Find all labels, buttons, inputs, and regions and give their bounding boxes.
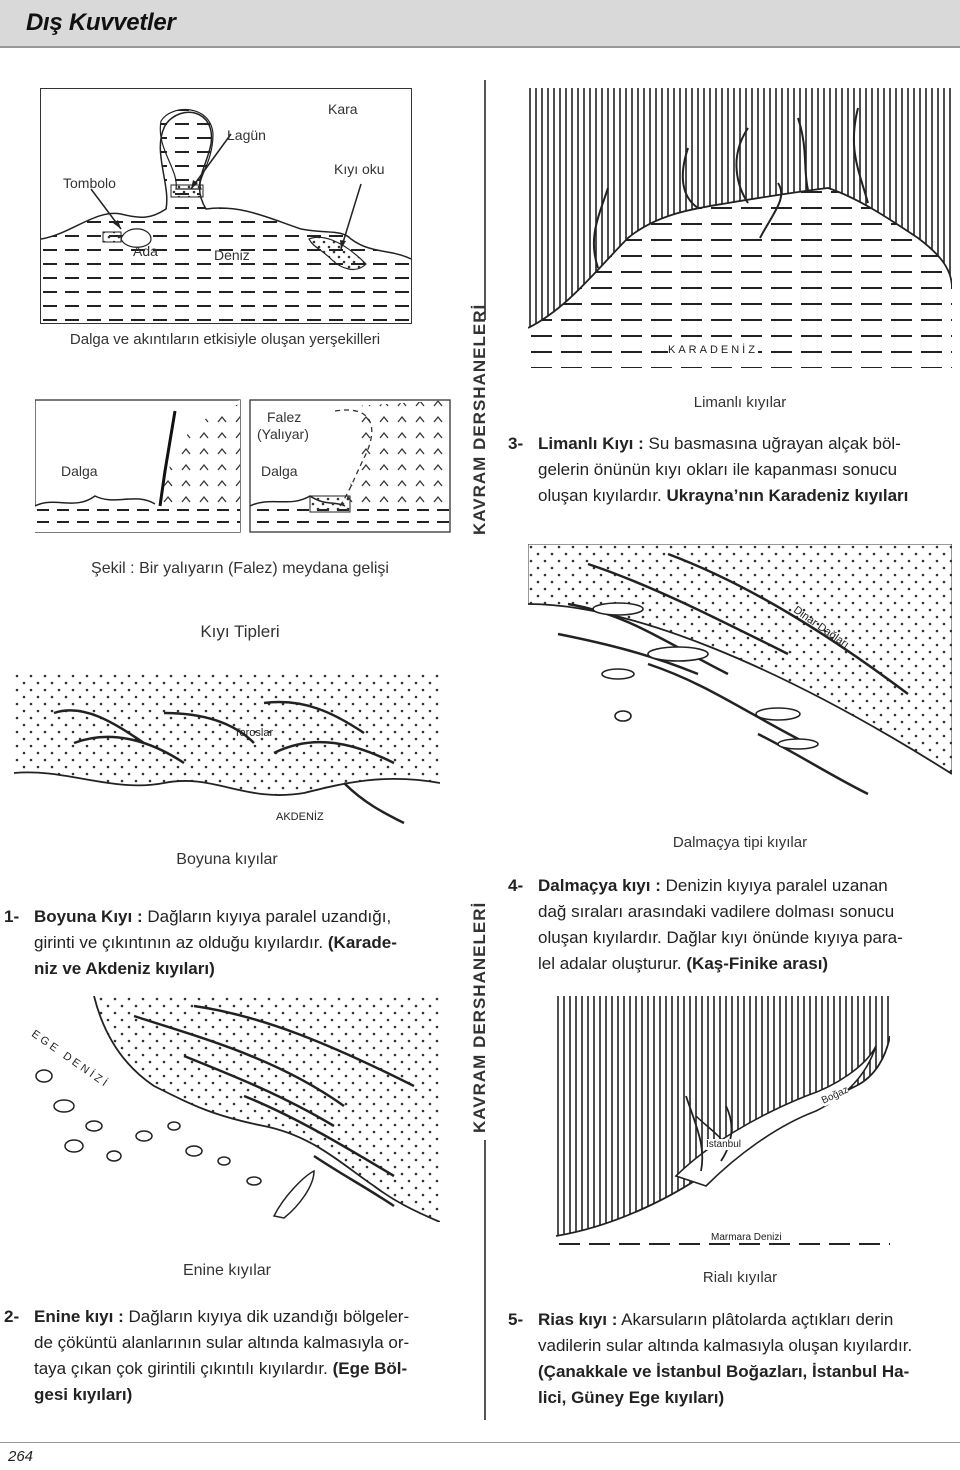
label-falez: Falez (267, 409, 302, 425)
footer-rule (0, 1442, 960, 1443)
header-bar (0, 0, 960, 46)
paragraph-boyuna: 1- Boyuna Kıyı : Dağların kıyıya paralel … (4, 904, 454, 982)
sidebar-text-bottom: KAVRAM DERSHANELERİ (470, 901, 489, 1133)
figure-enine: EGE DENİZİ (14, 996, 440, 1222)
figure-limanli-caption: Limanlı kıyılar (693, 394, 787, 411)
para5-line4-bold: lici, Güney Ege kıyıları) (538, 1388, 725, 1407)
label-karadeniz: KARADENİZ (668, 344, 758, 356)
para3-num: 3- (508, 434, 524, 453)
label-dalga-right: Dalga (261, 463, 298, 479)
figure-enine-caption: Enine kıyılar (182, 1262, 272, 1279)
para4-line4-pre: lel adalar oluşturur. (538, 954, 682, 973)
sidebar-text-top: KAVRAM DERSHANELERİ (470, 303, 489, 535)
para3-line2: gelerin önünün kıyı okları ile kapanması… (538, 460, 898, 479)
para4-num: 4- (508, 876, 524, 895)
label-dalga-left: Dalga (61, 463, 98, 479)
para4-line2: dağ sıraları arasındaki vadilere dolması… (538, 902, 895, 921)
figure-dalmacya: Dinar Dağları (528, 544, 952, 810)
figure-dalmacya-caption: Dalmaçya tipi kıyılar (672, 834, 808, 851)
label-lagun: Lagün (227, 127, 266, 143)
para4-term: Dalmaçya kıyı : (538, 876, 661, 895)
label-marmara: Marmara Denizi (711, 1232, 782, 1243)
para2-line3-pre: taya çıkan çok girintili çıkıntılı kıyıl… (34, 1359, 328, 1378)
para5-line2: vadilerin sular altında kalmasıyla oluşa… (538, 1336, 913, 1355)
para1-num: 1- (4, 907, 20, 926)
para2-line3-bold: (Ege Böl- (332, 1359, 408, 1378)
para2-term: Enine kıyı : (34, 1307, 124, 1326)
para4-line4-bold: (Kaş-Finike arası) (686, 954, 829, 973)
para5-term: Rias kıyı : (538, 1310, 618, 1329)
figure-boyuna-caption: Boyuna kıyılar (176, 851, 278, 868)
label-yaliyar: (Yalıyar) (257, 426, 309, 442)
para3-line3-bold: Ukrayna’nın Karadeniz kıyıları (666, 486, 909, 505)
figure-riali: İstanbul Boğaz Marmara Denizi (556, 996, 890, 1250)
para3-line1: Su basmasına uğrayan alçak böl- (648, 434, 901, 453)
paragraph-limanli: 3- Limanlı Kıyı : Su basmasına uğrayan al… (508, 431, 958, 509)
label-deniz: Deniz (214, 247, 250, 263)
para3-term: Limanlı Kıyı : (538, 434, 644, 453)
para1-line2-pre: girinti ve çıkıntının az olduğu kıyılard… (34, 933, 324, 952)
para2-line2: de çöküntü alanlarının sular altında kal… (34, 1333, 410, 1352)
label-tombolo: Tombolo (63, 175, 116, 191)
paragraph-enine: 2- Enine kıyı : Dağların kıyıya dik uzand… (4, 1304, 454, 1408)
figure-riali-caption: Rialı kıyılar (702, 1269, 778, 1286)
label-toroslar: Toroslar (234, 727, 274, 739)
para5-num: 5- (508, 1310, 524, 1329)
para2-num: 2- (4, 1307, 20, 1326)
header-title: Dış Kuvvetler (26, 9, 176, 36)
para5-line1: Akarsuların plâtolarda açtıkları derin (621, 1310, 894, 1329)
figure-boyuna: Toroslar AKDENİZ (14, 673, 440, 833)
label-ada: Ada (133, 243, 158, 259)
figure-landforms-caption: Dalga ve akıntıların etkisiyle oluşan ye… (69, 331, 381, 348)
page-number: 264 (8, 1448, 34, 1465)
label-kiyi-oku: Kıyı oku (334, 161, 385, 177)
section-title: Kıyı Tipleri (200, 622, 280, 641)
header-rule (0, 46, 960, 48)
sidebar-rule-top (484, 80, 486, 320)
figure-landforms: Kara Lagün Tombolo Kıyı oku Ada Deniz (40, 88, 412, 324)
sidebar-rule-bottom (484, 1140, 486, 1420)
para2-line1: Dağların kıyıya dik uzandığı bölgeler- (128, 1307, 410, 1326)
label-kara: Kara (328, 101, 358, 117)
para1-line3-bold: niz ve Akdeniz kıyıları) (34, 959, 215, 978)
figure-limanli: KARADENİZ (528, 88, 952, 368)
para4-line3: oluşan kıyılardır. Dağlar kıyı önünde kı… (538, 928, 903, 947)
paragraph-dalmacya: 4- Dalmaçya kıyı : Denizin kıyıya paralel… (508, 873, 958, 977)
para1-line2-bold: (Karade- (327, 933, 397, 952)
para3-line3-pre: oluşan kıyılardır. (538, 486, 662, 505)
figure-cliff-caption: Şekil : Bir yalıyarın (Falez) meydana ge… (91, 560, 389, 577)
para1-line1: Dağların kıyıya paralel uzandığı, (147, 907, 392, 926)
label-istanbul: İstanbul (706, 1139, 742, 1150)
figure-cliff: Dalga Falez (Yalıyar) Dalga (34, 396, 455, 536)
para2-line4-bold: gesi kıyıları) (34, 1385, 133, 1404)
para1-term: Boyuna Kıyı : (34, 907, 143, 926)
paragraph-rias: 5- Rias kıyı : Akarsuların plâtolarda açt… (508, 1307, 958, 1411)
para5-line3-bold: (Çanakkale ve İstanbul Boğazları, İstanb… (538, 1362, 910, 1381)
para4-line1: Denizin kıyıya paralel uzanan (665, 876, 888, 895)
label-akdeniz: AKDENİZ (276, 811, 324, 823)
